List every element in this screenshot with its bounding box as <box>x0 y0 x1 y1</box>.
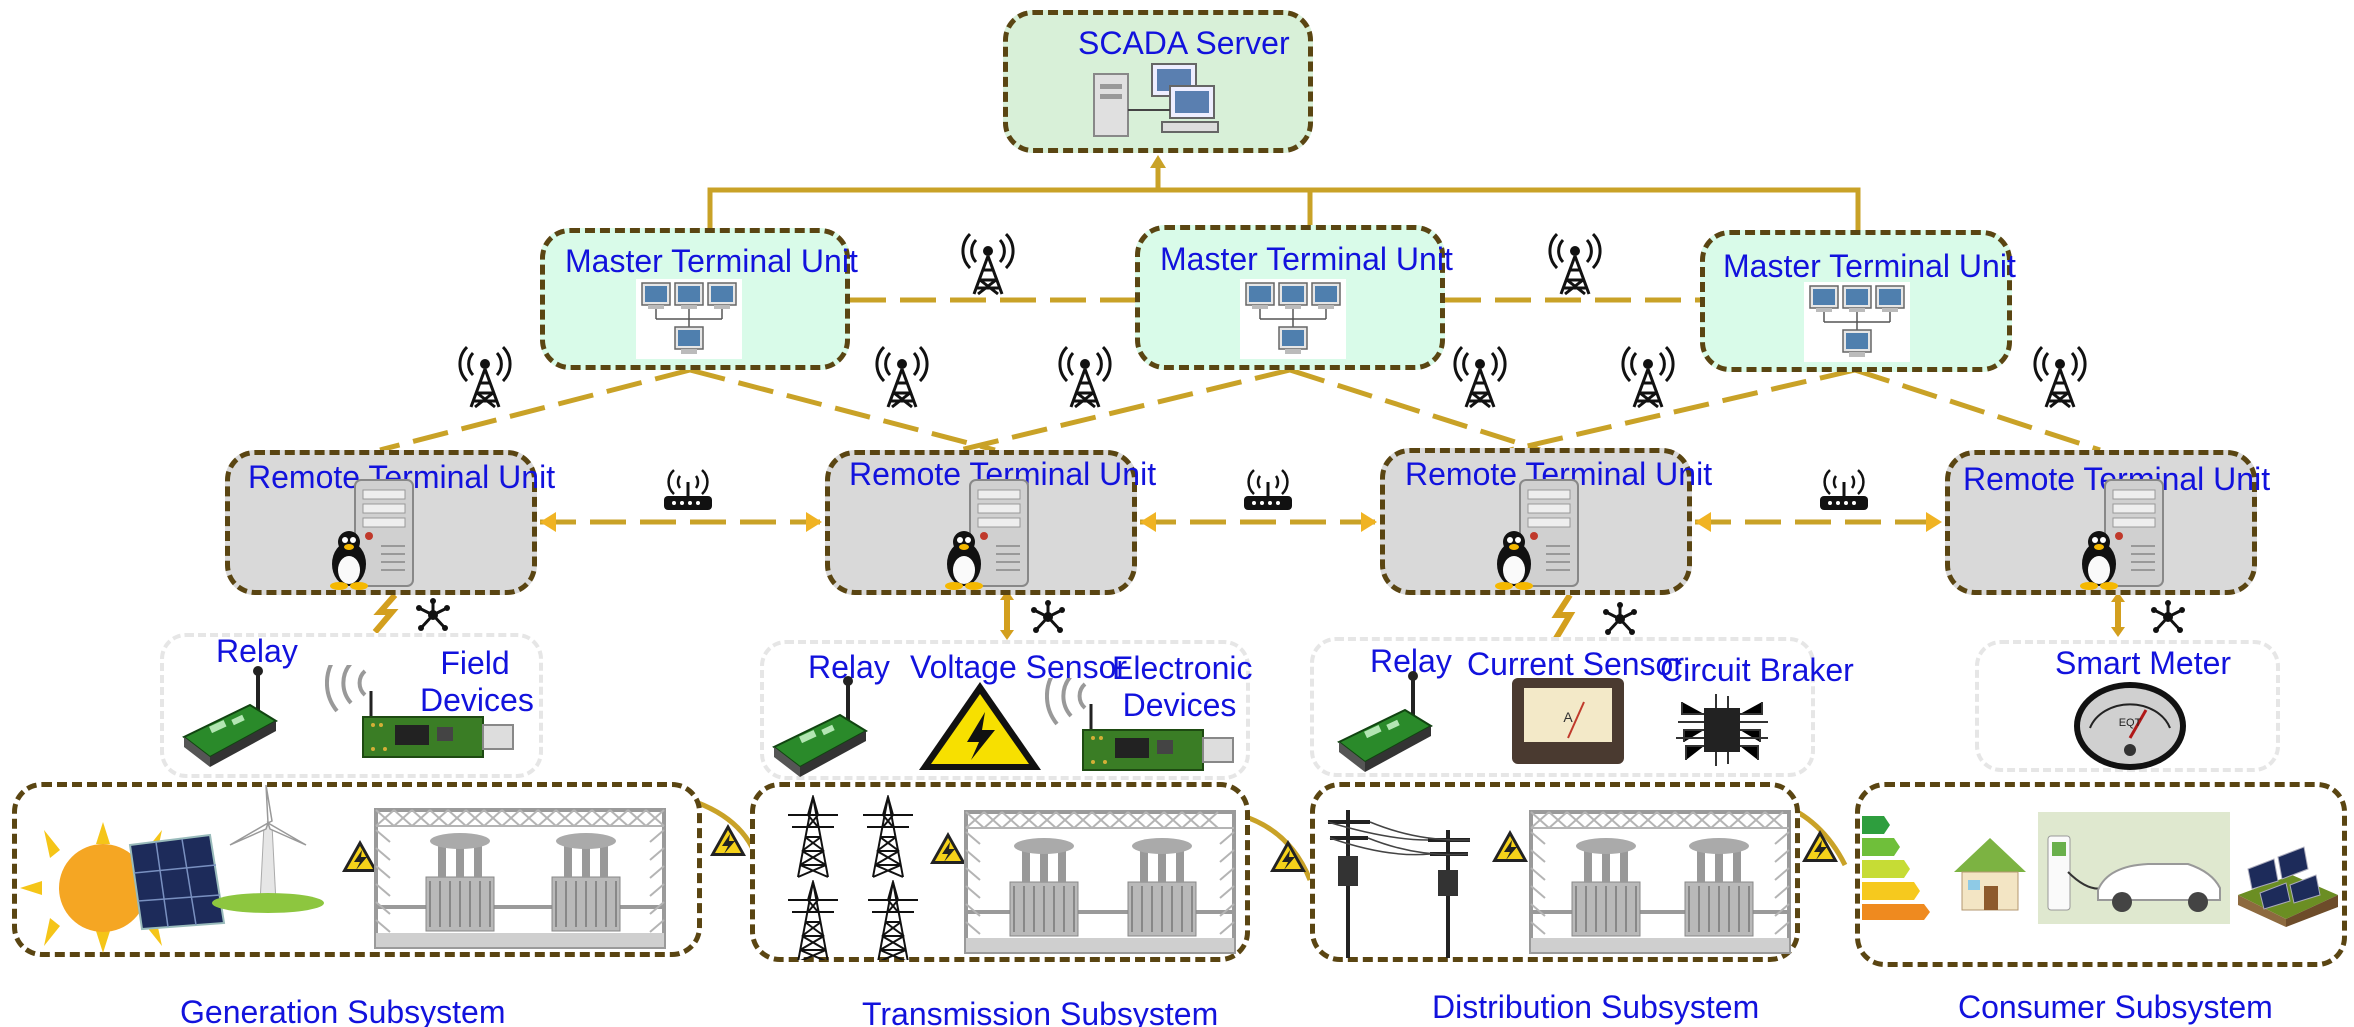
utility-pole-icon <box>1327 810 1471 958</box>
generation-subsystem-label: Generation Subsystem <box>180 994 506 1027</box>
radio-tower-icon <box>2033 345 2087 409</box>
transformer-substation-icon <box>374 808 666 949</box>
trans-electronic-label-2: Devices <box>1122 687 1237 723</box>
transmission-subsystem-label: Transmission Subsystem <box>862 996 1219 1027</box>
computer-cluster-icon <box>1240 279 1346 359</box>
circuit-breaker-label: Circuit Braker <box>1660 652 1854 688</box>
computer-cluster-icon <box>636 279 742 359</box>
computer-cluster-icon <box>1804 282 1910 362</box>
mtu3-rtu3 <box>1509 367 1856 453</box>
voltage-sensor-warning-icon <box>919 682 1041 770</box>
house-icon <box>1954 838 2026 911</box>
analog-gauge-icon: EQT <box>2074 682 2186 770</box>
transformer-substation-icon <box>1529 810 1791 954</box>
electronic-device-board-icon <box>1045 678 1234 771</box>
trans-dist-line <box>1239 812 1313 881</box>
mtu1-rtu2 <box>689 367 996 453</box>
high-voltage-icon <box>1492 830 1528 862</box>
gen-field-label-2: Devices <box>420 682 534 718</box>
radio-tower-icon <box>875 345 929 409</box>
mtu-label-2: Master Terminal Unit <box>1160 241 1453 277</box>
rtu3-device-link <box>1551 593 1576 642</box>
pylon-icon <box>868 880 918 960</box>
rtu1-device-link <box>372 593 399 634</box>
distribution-subsystem-label: Distribution Subsystem <box>1432 989 1760 1025</box>
star-network-icon <box>1031 600 1065 633</box>
relay-icon <box>772 676 868 777</box>
star-network-icon <box>1603 602 1637 635</box>
radio-tower-icon <box>1058 345 1112 409</box>
radio-tower-icon <box>1548 232 1602 296</box>
consumer-subsystem-label: Consumer Subsystem <box>1958 989 2273 1025</box>
solar-panel-icon <box>128 833 226 931</box>
mtu2-rtu3 <box>1289 367 1541 453</box>
computer-network-icon <box>1093 63 1219 137</box>
relay-icon <box>1337 671 1433 772</box>
high-voltage-icon <box>930 832 966 864</box>
pylon-icon <box>788 880 838 960</box>
solar-farm-icon <box>2238 846 2338 927</box>
transformer-substation-icon <box>964 810 1236 954</box>
mtu3-rtu4 <box>1854 367 2101 453</box>
high-voltage-icon <box>1270 840 1306 872</box>
high-voltage-icon <box>1802 830 1838 862</box>
router-icon <box>1820 469 1868 510</box>
router-icon <box>664 469 712 510</box>
mtu-label-3: Master Terminal Unit <box>1723 248 2016 284</box>
relay-icon <box>182 666 278 767</box>
sun-icon <box>20 822 186 953</box>
mtu-label-1: Master Terminal Unit <box>565 243 858 279</box>
field-device-board-icon <box>325 665 514 758</box>
svg-text:A: A <box>1563 709 1573 725</box>
gen-field-label-1: Field <box>440 645 510 681</box>
pylon-icon <box>863 795 913 878</box>
trans-electronic-label-1: Electronic <box>1112 650 1253 686</box>
ammeter-icon: A <box>1512 678 1624 764</box>
radio-tower-icon <box>1621 345 1675 409</box>
mtu2-rtu2 <box>959 367 1291 453</box>
gen-relay-label: Relay <box>216 633 298 669</box>
energy-rating-icon <box>1862 816 1930 920</box>
server-with-linux-icon <box>330 479 414 590</box>
electric-car-icon <box>2038 812 2230 924</box>
mtu1-rtu1 <box>379 367 691 453</box>
server-with-linux-icon <box>2080 479 2164 590</box>
radio-tower-icon <box>1453 345 1507 409</box>
wind-turbine-icon <box>212 785 324 913</box>
star-network-icon <box>2151 600 2185 633</box>
scada-bus-line <box>707 187 1861 265</box>
high-voltage-icon <box>710 824 746 856</box>
svg-text:EQT: EQT <box>2119 717 2142 729</box>
radio-tower-icon <box>458 345 512 409</box>
smart-meter-label: Smart Meter <box>2055 645 2232 681</box>
voltage-sensor-label: Voltage Sensor <box>910 649 1128 685</box>
radio-tower-icon <box>961 232 1015 296</box>
router-icon <box>1244 469 1292 510</box>
current-sensor-label: Current Sensor <box>1467 646 1684 682</box>
scada-server-label: SCADA Server <box>1078 25 1290 61</box>
high-voltage-icon <box>342 840 378 872</box>
star-network-icon <box>416 598 450 631</box>
pylon-icon <box>788 795 838 878</box>
microchip-icon <box>1676 694 1768 766</box>
server-with-linux-icon <box>1495 479 1579 590</box>
server-with-linux-icon <box>945 479 1029 590</box>
